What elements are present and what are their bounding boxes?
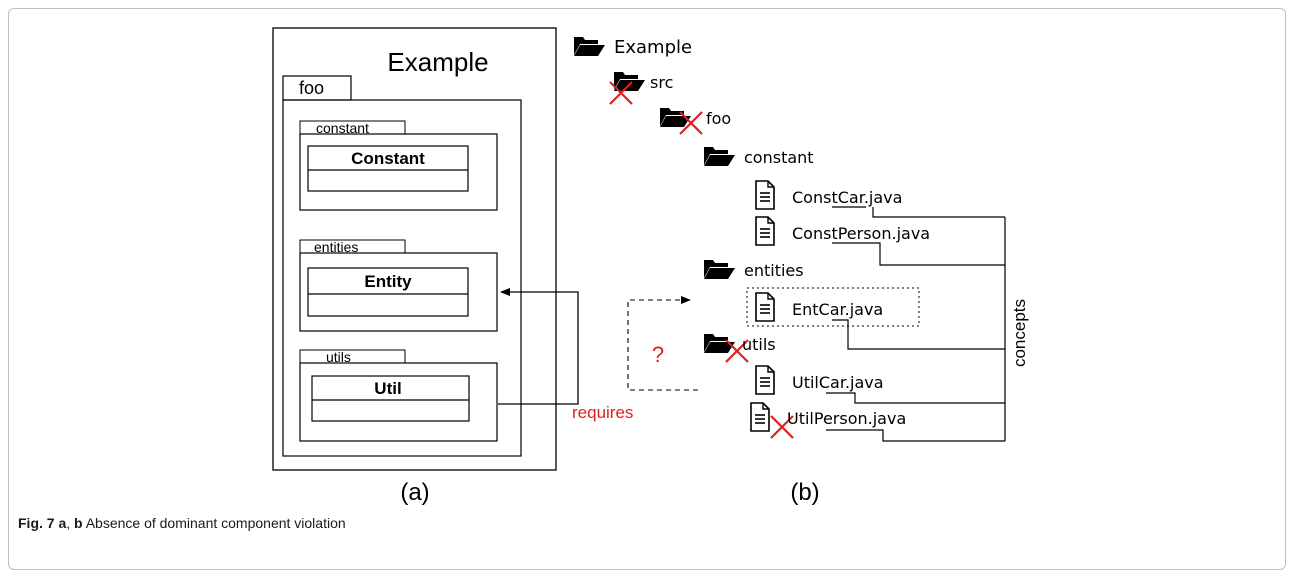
- foo-package-label: foo: [299, 78, 324, 98]
- foo-package: [282, 99, 522, 457]
- uncertain-dependency-arrow: [627, 296, 698, 391]
- panel-a: Example foo constant Constant entities E…: [272, 27, 633, 506]
- tree-entities-label: entities: [744, 261, 804, 280]
- file-entcar: EntCar.java: [792, 300, 883, 319]
- util-class: [311, 375, 470, 422]
- caption-label-b: b: [74, 515, 83, 531]
- file-icon: [755, 180, 775, 210]
- constant-package: [299, 133, 498, 211]
- tree-constant-label: constant: [744, 148, 814, 167]
- entity-class: [307, 267, 469, 317]
- entities-package: [299, 252, 498, 332]
- constant-class: [307, 145, 469, 192]
- constant-package-label: constant: [316, 120, 369, 136]
- caption-label-a: a: [58, 515, 67, 531]
- folder-icon: [574, 37, 605, 56]
- file-utilcar: UtilCar.java: [792, 373, 884, 392]
- utils-package-tab: [299, 349, 406, 364]
- util-class-name: Util: [374, 379, 401, 398]
- folder-icon: [704, 260, 735, 279]
- tree-foo-label: foo: [706, 109, 731, 128]
- requires-arrow: [498, 288, 579, 405]
- figure-caption: Fig. 7 a, b Absence of dominant componen…: [18, 515, 346, 531]
- constant-class-name: Constant: [351, 149, 425, 168]
- folder-icon: [704, 147, 735, 166]
- caption-text: Absence of dominant component violation: [82, 515, 346, 531]
- file-icon: [755, 216, 775, 246]
- requires-label: requires: [572, 403, 633, 422]
- file-constcar: ConstCar.java: [792, 188, 902, 207]
- file-icon: [755, 365, 775, 395]
- tree-root-label: Example: [614, 37, 692, 58]
- figure-diagram: Example foo constant Constant entities E…: [272, 27, 1029, 506]
- panel-a-sublabel: (a): [400, 479, 429, 506]
- file-icon: [750, 402, 770, 432]
- example-title: Example: [387, 47, 488, 77]
- tree-src-label: src: [650, 73, 673, 92]
- concepts-label: concepts: [1010, 299, 1029, 367]
- utils-package-label: utils: [326, 349, 351, 365]
- file-constperson: ConstPerson.java: [792, 224, 930, 243]
- panel-b-sublabel: (b): [790, 479, 819, 506]
- utils-package: [299, 362, 498, 442]
- entcar-highlight-box: [746, 287, 920, 327]
- file-icon: [755, 292, 775, 322]
- panel-b: Example src foo constant ConstCar.java C…: [574, 37, 1029, 506]
- concept-connectors: [826, 206, 1006, 442]
- entity-class-name: Entity: [364, 272, 412, 291]
- question-mark: ?: [652, 342, 664, 367]
- example-container: [272, 27, 557, 471]
- figure-frame: [8, 8, 1286, 570]
- file-utilperson: UtilPerson.java: [787, 409, 906, 428]
- entities-package-label: entities: [314, 239, 358, 255]
- folder-icon: [614, 72, 645, 91]
- tree-utils-label: utils: [742, 335, 776, 354]
- caption-separator: ,: [66, 515, 75, 531]
- caption-prefix: Fig. 7: [18, 515, 55, 531]
